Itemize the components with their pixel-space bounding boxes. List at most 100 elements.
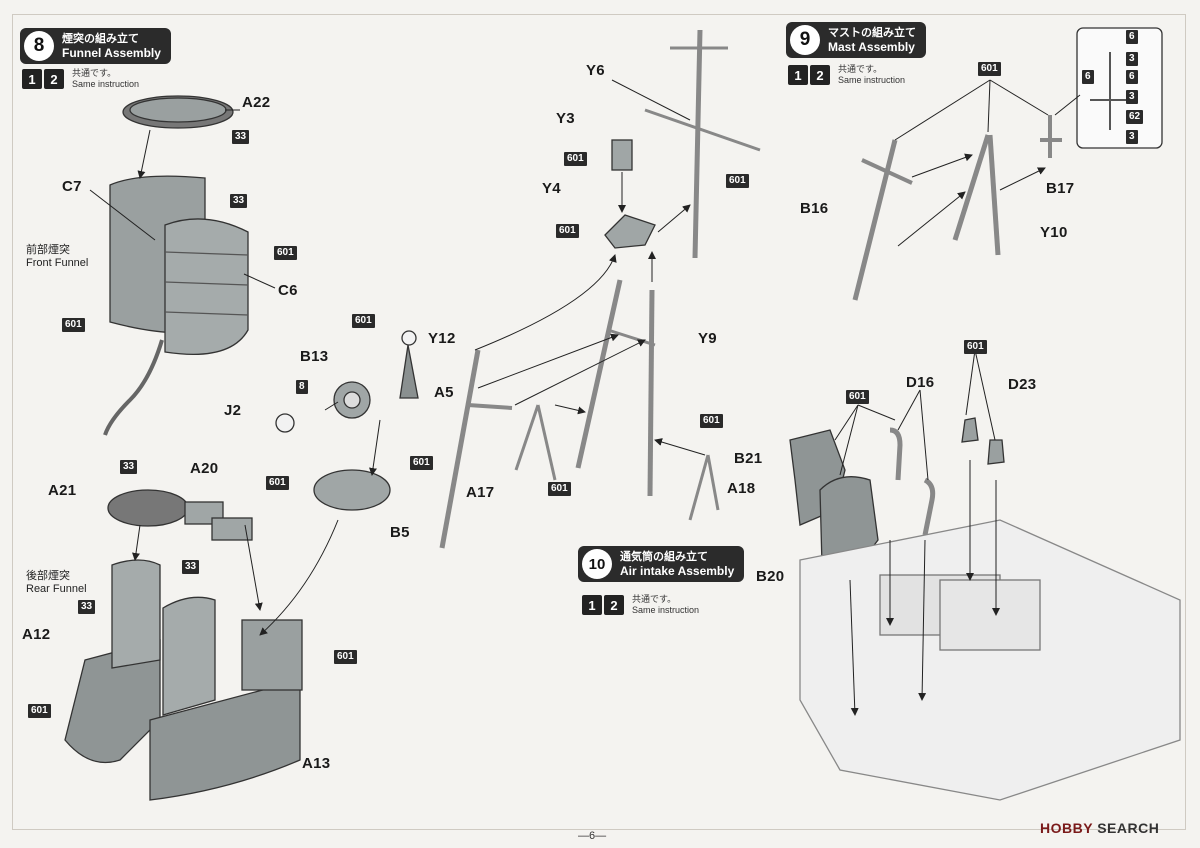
version-badge-1: 1 xyxy=(22,69,42,89)
part-label-a22: A22 xyxy=(242,94,271,111)
step-9-number: 9 xyxy=(790,25,820,55)
paint-code-tag: 601 xyxy=(556,224,579,238)
part-a5-shape xyxy=(399,344,419,399)
same-instruction-9: 1 2 共通です。Same instruction xyxy=(788,64,905,86)
front-funnel-caption: 前部煙突 Front Funnel xyxy=(26,244,88,270)
part-label-b17: B17 xyxy=(1046,180,1075,197)
step-8-header: 8 煙突の組み立て Funnel Assembly xyxy=(20,28,171,64)
part-y3-shape xyxy=(611,139,633,171)
part-y9-shape xyxy=(575,279,623,469)
paint-code-tag: 601 xyxy=(28,704,51,718)
paint-code-tag: 601 xyxy=(564,152,587,166)
part-label-b21: B21 xyxy=(734,450,763,467)
same-jp: 共通です。 xyxy=(632,594,677,604)
inset-paint-code: 3 xyxy=(1126,90,1138,104)
part-label-b20: B20 xyxy=(756,568,785,585)
watermark-brand: HOBBY xyxy=(1040,820,1093,836)
paint-code-tag: 33 xyxy=(232,130,250,144)
inset-paint-code: 62 xyxy=(1126,110,1144,124)
same-en: Same instruction xyxy=(838,75,906,85)
inset-paint-code: 6 xyxy=(1082,70,1094,84)
part-label-a12: A12 xyxy=(22,626,51,643)
inset-paint-code: 3 xyxy=(1126,52,1138,66)
part-y10-shape xyxy=(952,134,991,241)
step-10-title-jp: 通気筒の組み立て xyxy=(620,551,708,563)
paint-code-tag: 601 xyxy=(700,414,723,428)
step-8-title-jp: 煙突の組み立て xyxy=(62,33,139,45)
part-label-j2: J2 xyxy=(224,402,242,419)
paint-code-tag: 601 xyxy=(266,476,289,490)
part-a18-shape xyxy=(688,454,720,521)
step-10-number: 10 xyxy=(582,549,612,579)
same-jp: 共通です。 xyxy=(838,64,883,74)
part-label-b13: B13 xyxy=(300,348,329,365)
front-funnel-jp: 前部煙突 xyxy=(26,244,70,256)
paint-code-tag: 601 xyxy=(274,246,297,260)
part-label-d23: D23 xyxy=(1008,376,1037,393)
version-badge-2: 2 xyxy=(810,65,830,85)
same-jp: 共通です。 xyxy=(72,68,117,78)
part-y4-shape xyxy=(604,214,656,249)
inset-paint-code: 3 xyxy=(1126,130,1138,144)
version-badge-1: 1 xyxy=(582,595,602,615)
part-j2-shape xyxy=(275,413,295,433)
paint-code-tag: 33 xyxy=(230,194,248,208)
paint-code-tag: 33 xyxy=(120,460,138,474)
part-label-a5: A5 xyxy=(434,384,454,401)
part-label-y10: Y10 xyxy=(1040,224,1068,241)
inset-paint-code: 6 xyxy=(1126,30,1138,44)
paint-code-tag: 33 xyxy=(182,560,200,574)
rear-funnel-jp: 後部煙突 xyxy=(26,570,70,582)
inset-box xyxy=(1076,27,1163,149)
part-label-y3: Y3 xyxy=(556,110,575,127)
part-a13-shape xyxy=(149,679,301,801)
part-y6-shape xyxy=(692,29,703,259)
step-10-header: 10 通気筒の組み立て Air intake Assembly xyxy=(578,546,745,582)
paint-code-tag: 601 xyxy=(334,650,357,664)
same-instruction-8: 1 2 共通です。Same instruction xyxy=(22,68,139,90)
part-b16-shape xyxy=(852,139,898,301)
part-label-a21: A21 xyxy=(48,482,77,499)
paint-code-tag: 33 xyxy=(78,600,96,614)
same-en: Same instruction xyxy=(632,605,700,615)
watermark-rest: SEARCH xyxy=(1097,820,1160,836)
part-label-a20: A20 xyxy=(190,460,219,477)
part-label-a17: A17 xyxy=(466,484,495,501)
part-label-c7: C7 xyxy=(62,178,82,195)
paint-code-tag: 8 xyxy=(296,380,308,394)
page-number: —6— xyxy=(578,830,607,842)
version-badge-1: 1 xyxy=(788,65,808,85)
part-label-b5: B5 xyxy=(390,524,410,541)
part-label-y12: Y12 xyxy=(428,330,456,347)
deck-shape xyxy=(799,519,1181,801)
part-label-y9: Y9 xyxy=(698,330,717,347)
paint-code-tag: 601 xyxy=(410,456,433,470)
version-badge-2: 2 xyxy=(604,595,624,615)
part-label-y6: Y6 xyxy=(586,62,605,79)
inset-paint-code: 6 xyxy=(1126,70,1138,84)
part-label-a18: A18 xyxy=(727,480,756,497)
page-border xyxy=(12,14,1186,830)
step-8-title-en: Funnel Assembly xyxy=(62,46,161,60)
step-9-title-en: Mast Assembly xyxy=(828,40,915,54)
part-d23-shape xyxy=(961,417,1005,465)
part-label-b16: B16 xyxy=(800,200,829,217)
rear-funnel-en: Rear Funnel xyxy=(26,583,87,595)
paint-code-tag: 601 xyxy=(846,390,869,404)
part-y12-shape xyxy=(439,349,481,549)
part-a21-shape xyxy=(107,489,189,527)
part-d16-shape xyxy=(889,427,936,536)
paint-code-tag: 601 xyxy=(964,340,987,354)
watermark: HOBBY SEARCH xyxy=(1040,820,1159,836)
version-badge-2: 2 xyxy=(44,69,64,89)
paint-code-tag: 601 xyxy=(548,482,571,496)
part-a17-shape xyxy=(514,404,557,481)
step-9-title-jp: マストの組み立て xyxy=(828,27,916,39)
part-c6-shape xyxy=(164,218,249,355)
part-label-d16: D16 xyxy=(906,374,935,391)
part-label-c6: C6 xyxy=(278,282,298,299)
same-en: Same instruction xyxy=(72,79,140,89)
step-9-header: 9 マストの組み立て Mast Assembly xyxy=(786,22,926,58)
